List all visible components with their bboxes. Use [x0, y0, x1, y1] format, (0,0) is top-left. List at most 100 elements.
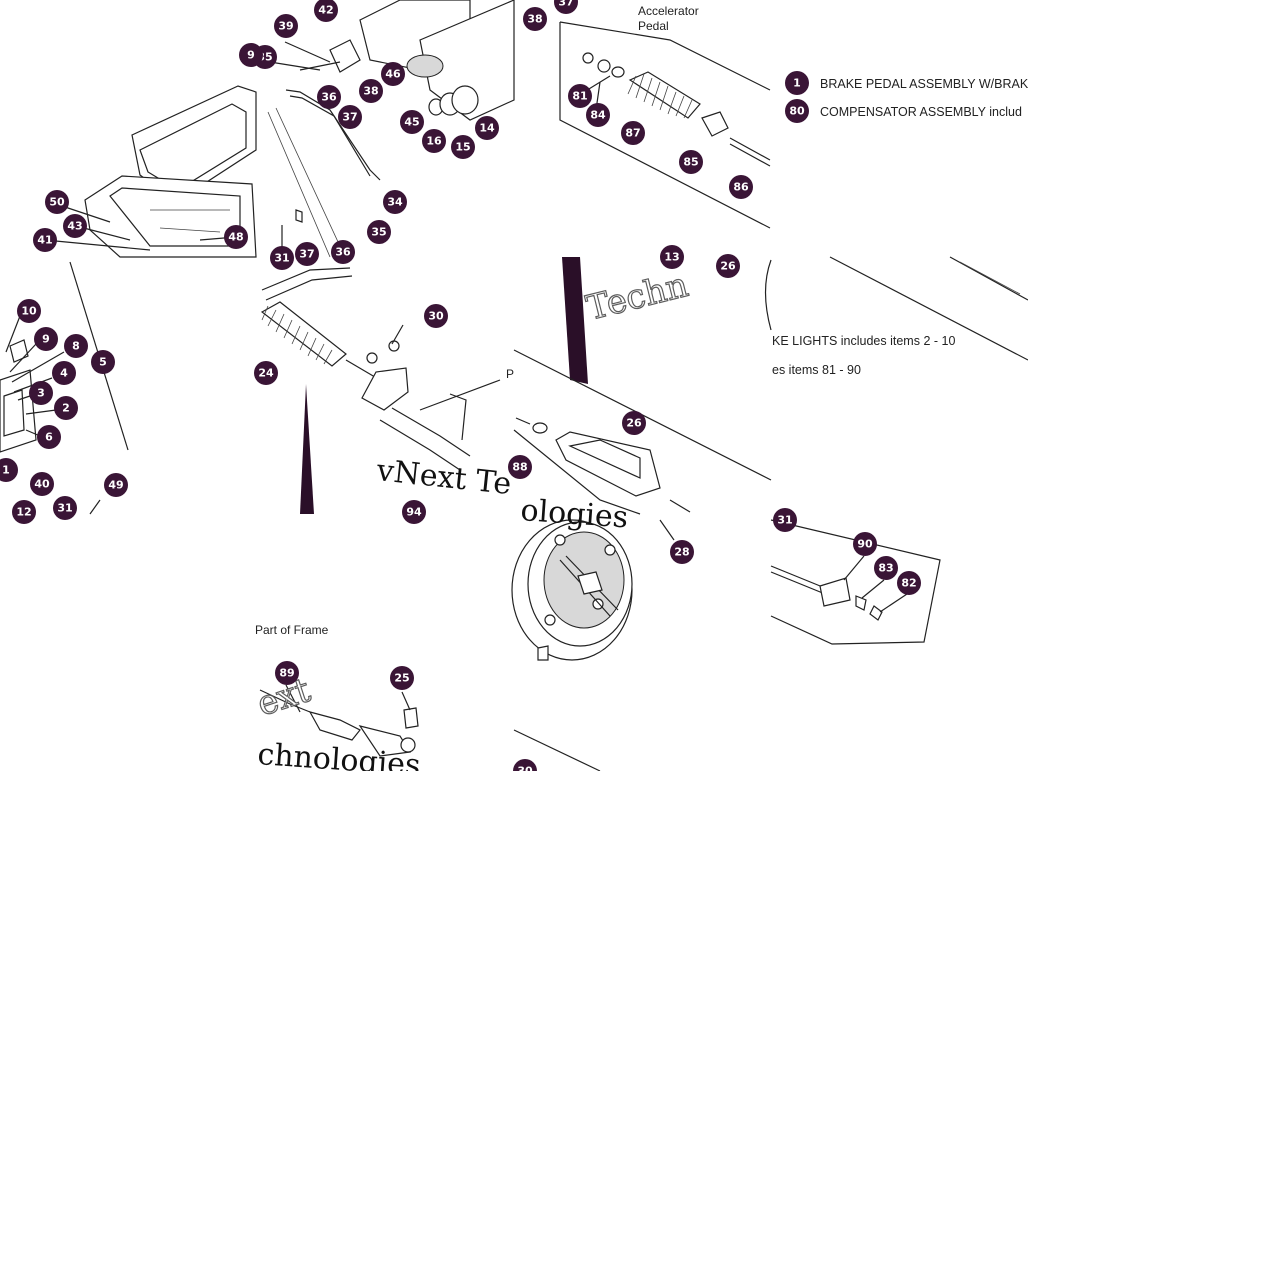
legend-text-brake-pedal: BRAKE PEDAL ASSEMBLY W/BRAK [820, 77, 1029, 91]
callout-bubble [254, 361, 278, 385]
callout-bubble [897, 571, 921, 595]
callout-number: 82 [901, 577, 916, 590]
callout-bubble [621, 121, 645, 145]
callout-50: 50 [45, 190, 69, 214]
callout-31: 31 [270, 246, 294, 270]
callout-bubble [275, 661, 299, 685]
callout-number: 31 [274, 252, 289, 265]
callout-bubble [270, 246, 294, 270]
callout-84: 84 [586, 103, 610, 127]
callout-45: 45 [400, 110, 424, 134]
callout-number: 13 [664, 251, 679, 264]
tile-brake-drum [511, 519, 675, 772]
callout-42: 42 [314, 0, 338, 22]
callout-bubble [91, 350, 115, 374]
callout-40: 40 [30, 472, 54, 496]
callout-number: 50 [49, 196, 65, 209]
callout-9: 9 [239, 43, 263, 67]
callout-number: 88 [512, 461, 527, 474]
callout-bubble [523, 7, 547, 31]
callout-38: 38 [523, 7, 547, 31]
callout-number: 16 [426, 135, 442, 148]
callout-bubble [17, 299, 41, 323]
callout-9: 9 [34, 327, 58, 351]
legend-row-compensator: 80 COMPENSATOR ASSEMBLY includ [785, 99, 1022, 123]
callout-number: 94 [406, 506, 422, 519]
tile-cable-end [259, 684, 419, 757]
callout-88: 88 [508, 455, 532, 479]
callout-number: 8 [72, 340, 80, 353]
callout-31: 31 [53, 496, 77, 520]
fragment-label-p: P [506, 367, 514, 381]
callout-bubble [331, 240, 355, 264]
callout-30: 30 [424, 304, 448, 328]
callout-43: 43 [63, 214, 87, 238]
callout-24: 24 [254, 361, 278, 385]
callout-bubble [400, 110, 424, 134]
callout-number: 6 [45, 431, 53, 444]
callout-bubble [508, 455, 532, 479]
callout-number: 36 [321, 91, 337, 104]
callout-bubble [381, 62, 405, 86]
callout-bubble [0, 458, 18, 482]
callout-bubble [12, 500, 36, 524]
callout-3: 3 [29, 381, 53, 405]
callout-37: 37 [554, 0, 578, 14]
callout-26: 26 [622, 411, 646, 435]
callout-bubble [679, 150, 703, 174]
callout-89: 89 [275, 661, 299, 685]
callout-bubble [54, 396, 78, 420]
callout-bubble [773, 508, 797, 532]
legend-text-items-81-90: es items 81 - 90 [772, 363, 861, 377]
callout-number: 46 [385, 68, 401, 81]
callout-number: 4 [60, 367, 68, 380]
callout-16: 16 [422, 129, 446, 153]
callout-number: 26 [720, 260, 736, 273]
callout-bubble [33, 228, 57, 252]
callout-4: 4 [52, 361, 76, 385]
callout-number: 37 [342, 111, 357, 124]
callout-bubble [622, 411, 646, 435]
callout-number: 25 [394, 672, 409, 685]
callout-bubble [422, 129, 446, 153]
callout-bubble [390, 666, 414, 690]
callout-number: 36 [335, 246, 351, 259]
callout-94: 94 [402, 500, 426, 524]
callout-number: 41 [37, 234, 52, 247]
tile-legend: 1 BRAKE PEDAL ASSEMBLY W/BRAK 80 COMPENS… [771, 0, 1029, 257]
callout-number: 83 [878, 562, 893, 575]
legend-text-brake-lights: KE LIGHTS includes items 2 - 10 [772, 334, 955, 348]
tile-compensator-bracket [770, 519, 941, 645]
callout-number: 39 [278, 20, 293, 33]
accelerator-pedal-label-line1: Accelerator [638, 4, 699, 18]
callout-number: 81 [572, 90, 587, 103]
watermark-ologies: ologies [519, 493, 629, 535]
legend-row-brake-pedal: 1 BRAKE PEDAL ASSEMBLY W/BRAK [785, 71, 1029, 95]
callout-bubble [29, 381, 53, 405]
callout-number: 10 [21, 305, 37, 318]
callout-bubble [729, 175, 753, 199]
callout-bubble [34, 327, 58, 351]
callout-bubble [874, 556, 898, 580]
callout-number: 15 [455, 141, 470, 154]
callout-number: 31 [57, 502, 72, 515]
callout-bubble [716, 254, 740, 278]
callout-number: 84 [590, 109, 606, 122]
callout-bubble [670, 540, 694, 564]
callout-number: 14 [479, 122, 495, 135]
callout-82: 82 [897, 571, 921, 595]
callout-number: 2 [62, 402, 70, 415]
callout-number: 24 [258, 367, 274, 380]
callout-10: 10 [17, 299, 41, 323]
callout-bubble [338, 105, 362, 129]
callout-bubble [568, 84, 592, 108]
callout-bubble [314, 0, 338, 22]
callout-bubble [52, 361, 76, 385]
callout-90: 90 [853, 532, 877, 556]
callout-number: 3 [37, 387, 45, 400]
callout-number: 86 [733, 181, 749, 194]
callout-number: 1 [2, 464, 10, 477]
callout-number: 9 [247, 49, 255, 62]
